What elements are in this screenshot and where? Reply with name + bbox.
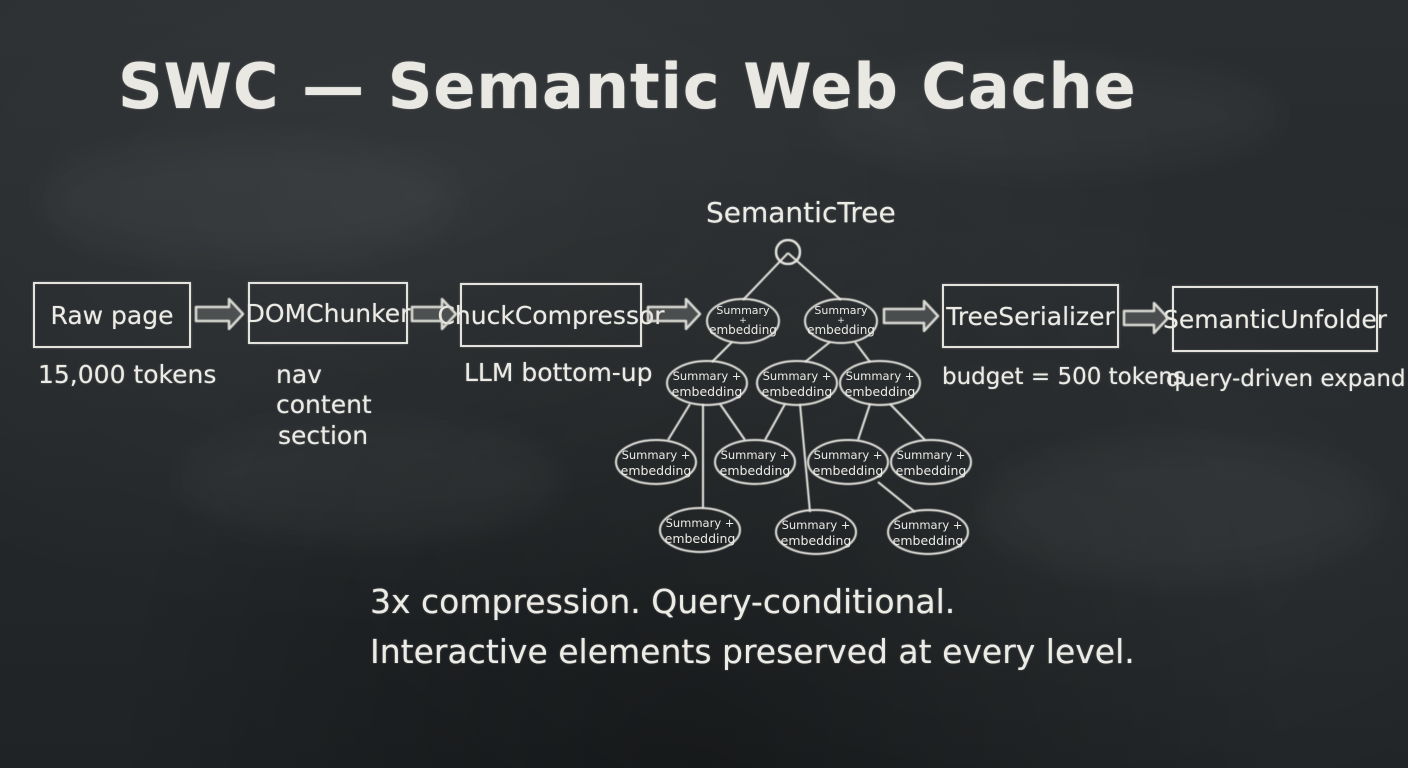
tree-edge (889, 403, 926, 441)
node-summary-text: Summary (716, 304, 770, 317)
tree-node-ellipse (775, 509, 857, 555)
tree-node: Summary +embedding (666, 360, 748, 406)
dom-chunker-label: DOMChunker (245, 298, 411, 328)
node-summary-text: Summary + (622, 448, 691, 462)
node-embedding-text: embedding (762, 384, 833, 399)
tree-node-ellipse (756, 360, 838, 406)
tree-node-ellipse (659, 507, 741, 553)
tree-node: Summary +embedding (890, 439, 972, 485)
node-summary-text: Summary + (782, 518, 851, 532)
tree-node: Summary +embedding (615, 439, 697, 485)
node-embedding-text: embedding (807, 323, 875, 337)
tree-serializer-box: TreeSerializer (942, 284, 1119, 348)
tree-node: Summary +embedding (756, 360, 838, 406)
tree-edge (857, 403, 871, 441)
tree-root-node (774, 238, 802, 266)
flow-arrows (194, 297, 1170, 335)
raw-page-label: Raw page (50, 300, 174, 330)
raw-page-box: Raw page (33, 282, 191, 348)
node-summary-text: Summary + (894, 518, 963, 532)
node-embedding-text: embedding (720, 463, 791, 478)
node-summary-text: Summary + (814, 448, 883, 462)
node-summary-text: Summary + (666, 516, 735, 530)
dom-chunker-note-section: section (278, 421, 369, 450)
tree-edge (854, 341, 871, 363)
tree-node-ellipse (890, 439, 972, 485)
page-title: SWC — Semantic Web Cache (118, 50, 1137, 123)
tree-edge (742, 252, 789, 301)
tree-node: Summary +embedding (839, 360, 921, 406)
footer-line-1: 3x compression. Query-conditional. (370, 582, 956, 621)
tree-edge (711, 341, 733, 363)
tree-node-ellipse (887, 509, 969, 555)
node-summary-text: Summary + (763, 369, 832, 383)
node-summary-text: Summary + (721, 448, 790, 462)
node-plus-text: + (739, 316, 747, 326)
tree-node-ellipse (807, 439, 889, 485)
dom-chunker-note-content: content (276, 390, 372, 419)
node-summary-text: Summary + (673, 369, 742, 383)
arrow-chunker-to-compressor (410, 297, 458, 331)
chunk-compressor-note: LLM bottom-up (464, 358, 653, 387)
node-embedding-text: embedding (893, 533, 964, 548)
node-embedding-text: embedding (709, 323, 777, 337)
node-embedding-text: embedding (813, 463, 884, 478)
tree-edge (764, 403, 786, 441)
arrow-serializer-to-unfolder (1122, 301, 1170, 335)
tree-node-ellipse (839, 360, 921, 406)
arrow-tree-to-serializer (882, 299, 940, 333)
chunk-compressor-label: ChuckCompressor (437, 300, 665, 330)
semantic-unfolder-note: query-driven expand (1166, 366, 1406, 392)
semantic-unfolder-label: SemanticUnfolder (1163, 304, 1387, 334)
tree-node: Summary+embedding (804, 298, 878, 344)
node-embedding-text: embedding (621, 463, 692, 478)
node-summary-text: Summary + (846, 369, 915, 383)
arrow-compressor-to-tree (646, 297, 702, 331)
chunk-compressor-box: ChuckCompressor (437, 283, 665, 347)
node-summary-text: Summary + (897, 448, 966, 462)
tree-serializer-note: budget = 500 tokens (942, 364, 1185, 390)
semantic-unfolder-box: SemanticUnfolder (1163, 286, 1387, 352)
tree-node-ellipse (706, 298, 780, 344)
tree-edge (877, 481, 916, 513)
node-embedding-text: embedding (781, 533, 852, 548)
node-summary-text: Summary (814, 304, 868, 317)
node-embedding-text: embedding (896, 463, 967, 478)
tree-node: Summary +embedding (714, 439, 796, 485)
tree-edge (719, 403, 746, 441)
tree-node-ellipse (615, 439, 697, 485)
node-embedding-text: embedding (665, 531, 736, 546)
tree-node: Summary +embedding (659, 507, 741, 553)
dom-chunker-box: DOMChunker (245, 282, 411, 344)
tree-edge (667, 403, 691, 441)
raw-page-note: 15,000 tokens (38, 360, 217, 389)
node-embedding-text: embedding (672, 384, 743, 399)
tree-node: Summary +embedding (887, 509, 969, 555)
tree-node: Summary +embedding (807, 439, 889, 485)
node-plus-text: + (837, 316, 845, 326)
node-embedding-text: embedding (845, 384, 916, 399)
arrow-raw-to-chunker (194, 297, 245, 331)
tree-edge (799, 403, 811, 513)
tree-edge (804, 341, 831, 363)
tree-nodes: Summary+embeddingSummary+embeddingSummar… (615, 238, 972, 555)
footer-line-2: Interactive elements preserved at every … (370, 632, 1135, 671)
tree-node-ellipse (666, 360, 748, 406)
tree-serializer-label: TreeSerializer (946, 301, 1115, 331)
tree-node-ellipse (714, 439, 796, 485)
dom-chunker-note-nav: nav (276, 360, 322, 389)
semantic-tree-label: SemanticTree (706, 196, 896, 229)
tree-node: Summary+embedding (706, 298, 780, 344)
tree-node-ellipse (804, 298, 878, 344)
tree-node: Summary +embedding (775, 509, 857, 555)
